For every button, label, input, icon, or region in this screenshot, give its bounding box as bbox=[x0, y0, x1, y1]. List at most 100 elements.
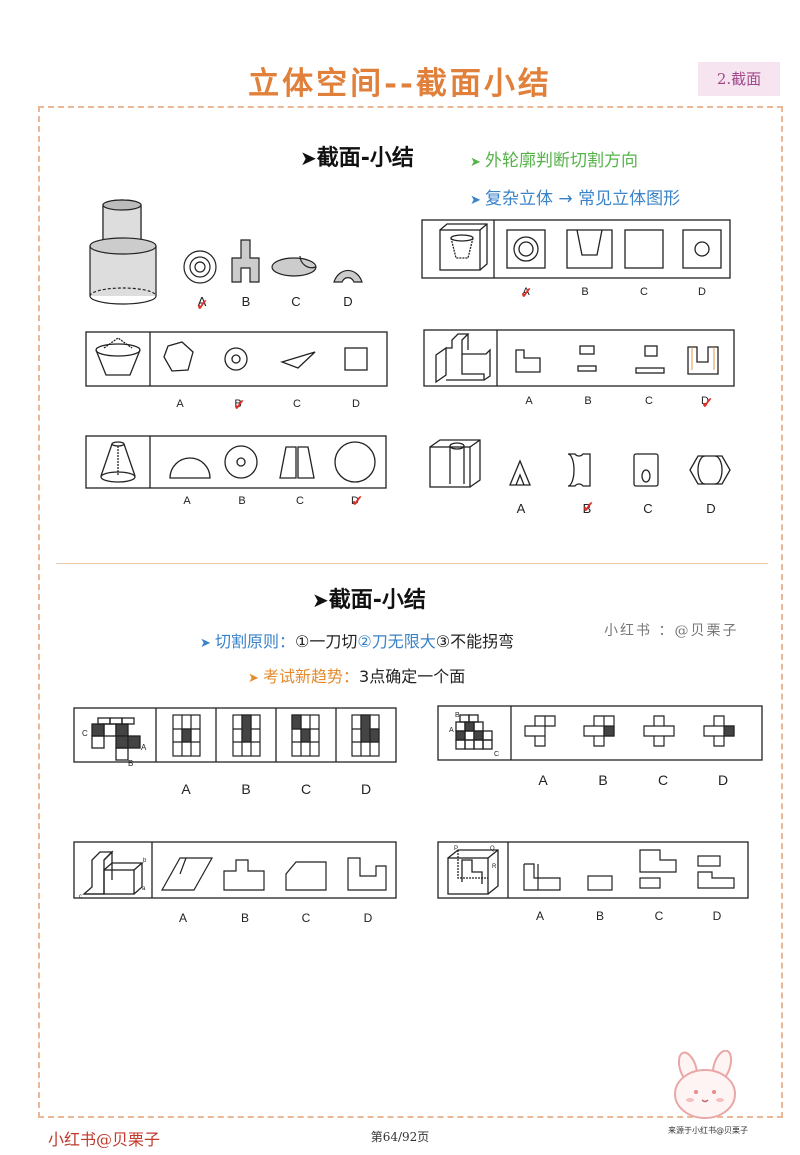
vertex-label: Q bbox=[490, 846, 495, 852]
arrow-bullet-icon: ➤ bbox=[312, 588, 329, 612]
exam-trend: ➤ 考试新趋势：3点确定一个面 bbox=[248, 667, 466, 686]
option-label: B bbox=[241, 781, 250, 797]
option-label: B bbox=[241, 911, 249, 925]
option-label: C bbox=[658, 772, 668, 788]
option-label: D bbox=[351, 495, 359, 507]
option-label: A bbox=[538, 772, 548, 788]
arrow-bullet-icon: ➤ bbox=[300, 146, 317, 170]
q1-options bbox=[183, 239, 363, 284]
cut-cube-figure bbox=[447, 849, 499, 895]
q2-table bbox=[421, 219, 731, 279]
q3-table bbox=[85, 331, 388, 387]
option-label: C bbox=[302, 911, 311, 925]
option-label: C bbox=[643, 501, 652, 516]
option-label: D bbox=[701, 395, 709, 407]
l-block-figure bbox=[82, 850, 144, 895]
option-label: B bbox=[234, 398, 241, 410]
vertex-label: A bbox=[141, 743, 147, 752]
option-label: D bbox=[698, 286, 706, 298]
vertex-label: c bbox=[79, 894, 82, 900]
q7-options bbox=[172, 714, 380, 757]
vertex-label: C bbox=[494, 751, 499, 758]
option-label: A bbox=[517, 501, 526, 516]
dashed-frame bbox=[38, 106, 783, 1118]
option-label: C bbox=[291, 294, 300, 309]
option-label: A bbox=[525, 395, 533, 407]
option-label: D bbox=[352, 398, 360, 410]
option-label: D bbox=[364, 911, 373, 925]
option-label: A bbox=[179, 911, 187, 925]
q10-table bbox=[437, 841, 749, 899]
cube-with-cylinder-figure bbox=[429, 439, 481, 488]
vertex-label: A bbox=[449, 727, 454, 734]
vertex-label: B bbox=[455, 712, 460, 719]
vertex-label: P bbox=[454, 846, 458, 852]
option-label: C bbox=[301, 781, 311, 797]
option-label: D bbox=[713, 909, 722, 923]
section1-heading: ➤截面-小结 bbox=[300, 146, 414, 171]
triangle-bullet-icon: ➤ bbox=[200, 636, 216, 651]
cube-pyramid-figure bbox=[455, 714, 493, 750]
step-blocks-figure bbox=[435, 333, 491, 384]
watermark-text: 小红书 ：@贝栗子 bbox=[604, 623, 739, 639]
q7-table bbox=[73, 707, 397, 763]
option-label: D bbox=[706, 501, 715, 516]
section2-figures: C A B A B C D B A C bbox=[73, 705, 763, 925]
check-mark-icon: ✓ bbox=[582, 499, 595, 516]
q10-options bbox=[523, 849, 735, 891]
cube-with-hole-figure bbox=[439, 223, 488, 271]
footer-brand: 小红书@贝栗子 bbox=[48, 1130, 161, 1149]
section1-figures: A B C D A B C D bbox=[85, 199, 735, 516]
bunny-sticker-icon bbox=[674, 1050, 736, 1119]
option-label: A bbox=[522, 286, 530, 298]
check-mark-icon: ✓ bbox=[351, 493, 364, 510]
section2-heading: ➤截面-小结 bbox=[312, 588, 426, 613]
footer-source: 来源于小红书@贝栗子 bbox=[668, 1126, 748, 1135]
q8-options bbox=[524, 715, 735, 747]
option-label: B bbox=[583, 501, 592, 516]
vertex-label: R bbox=[492, 864, 497, 870]
option-label: C bbox=[293, 398, 301, 410]
option-label: C bbox=[640, 286, 648, 298]
vertex-label: B bbox=[128, 759, 133, 768]
option-label: A bbox=[176, 398, 184, 410]
q8-table bbox=[437, 705, 763, 761]
vertex-label: a bbox=[142, 886, 146, 892]
triangle-bullet-icon: ➤ bbox=[470, 155, 486, 170]
frustum-figure bbox=[95, 337, 141, 376]
triangle-bullet-icon: ➤ bbox=[470, 193, 486, 208]
option-label: C bbox=[655, 909, 664, 923]
option-label: A bbox=[183, 495, 191, 507]
tip-1: ➤ 外轮廓判断切割方向 bbox=[470, 151, 639, 171]
q5-table bbox=[85, 435, 387, 489]
option-label: D bbox=[718, 772, 728, 788]
option-label: B bbox=[581, 286, 588, 298]
option-label: B bbox=[598, 772, 607, 788]
check-mark-icon: ✓ bbox=[196, 297, 209, 314]
vertex-label: C bbox=[82, 729, 88, 738]
option-label: B bbox=[242, 294, 251, 309]
option-label: C bbox=[296, 495, 304, 507]
page-title: 立体空间--截面小结 bbox=[248, 66, 552, 102]
q4-table bbox=[423, 329, 735, 387]
option-label: B bbox=[596, 909, 604, 923]
q9-table bbox=[73, 841, 397, 899]
cube-stack-figure bbox=[91, 717, 141, 761]
stacked-cylinder-figure bbox=[89, 199, 157, 305]
cut-principle: ➤ 切割原则：①一刀切②刀无限大③不能拐弯 bbox=[200, 632, 515, 651]
triangle-bullet-icon: ➤ bbox=[248, 671, 264, 686]
option-label: B bbox=[238, 495, 245, 507]
option-label: A bbox=[181, 781, 191, 797]
option-label: A bbox=[198, 294, 207, 309]
check-mark-icon: ✓ bbox=[233, 397, 246, 414]
tip-2: ➤ 复杂立体 → 常见立体图形 bbox=[470, 189, 681, 209]
option-label: D bbox=[343, 294, 352, 309]
page-number: 第64/92页 bbox=[370, 1130, 430, 1144]
option-label: D bbox=[361, 781, 371, 797]
section-tag: 2.截面 bbox=[698, 62, 780, 96]
option-label: B bbox=[584, 395, 591, 407]
cone-figure bbox=[100, 441, 136, 483]
option-label: C bbox=[645, 395, 653, 407]
option-label: A bbox=[536, 909, 544, 923]
q9-options bbox=[160, 857, 387, 891]
